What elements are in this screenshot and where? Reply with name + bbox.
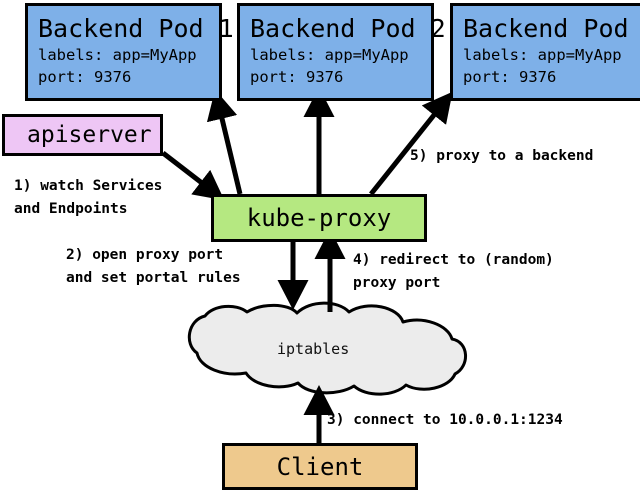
- iptables-label: iptables: [277, 340, 350, 358]
- node-apiserver[interactable]: apiserver: [2, 114, 163, 156]
- pod1-port: port: 9376: [38, 68, 132, 86]
- edge-label-step5: 5) proxy to a backend: [410, 148, 594, 164]
- node-backend-pod-2[interactable]: Backend Pod 2 labels: app=MyApp port: 93…: [237, 3, 446, 101]
- pod1-labels: labels: app=MyApp: [38, 46, 197, 64]
- edge-label-step3: 3) connect to 10.0.0.1:1234: [327, 412, 563, 428]
- apiserver-label: apiserver: [27, 122, 152, 148]
- node-backend-pod-1[interactable]: Backend Pod 1 labels: app=MyApp port: 93…: [25, 3, 234, 101]
- pod2-title: Backend Pod 2: [250, 14, 446, 43]
- node-client[interactable]: Client: [222, 443, 418, 490]
- kube-proxy-label: kube-proxy: [246, 204, 392, 232]
- arrow-kubeproxy-to-pod3: [369, 91, 453, 196]
- node-kube-proxy[interactable]: kube-proxy: [211, 194, 427, 242]
- pod3-port: port: 9376: [463, 68, 557, 86]
- client-label: Client: [276, 452, 364, 481]
- arrow-apiserver-to-kubeproxy: [161, 151, 225, 201]
- edge-label-step1-line1: 1) watch Services: [14, 178, 163, 194]
- arrow-kubeproxy-to-pod1: [206, 89, 243, 195]
- pod1-title: Backend Pod 1: [38, 14, 234, 43]
- pod3-labels: labels: app=MyApp: [463, 46, 622, 64]
- node-backend-pod-3[interactable]: Backend Pod 3 labels: app=MyApp port: 93…: [450, 3, 640, 101]
- edge-label-step4-line2: proxy port: [353, 275, 441, 291]
- pod2-labels: labels: app=MyApp: [250, 46, 409, 64]
- edge-label-step2-line1: 2) open proxy port: [66, 247, 224, 263]
- edge-label-step4-line1: 4) redirect to (random): [353, 252, 554, 268]
- pod2-port: port: 9376: [250, 68, 344, 86]
- pod3-title: Backend Pod 3: [463, 14, 640, 43]
- edge-label-step2-line2: and set portal rules: [66, 270, 241, 286]
- edge-label-step1-line2: and Endpoints: [14, 201, 128, 217]
